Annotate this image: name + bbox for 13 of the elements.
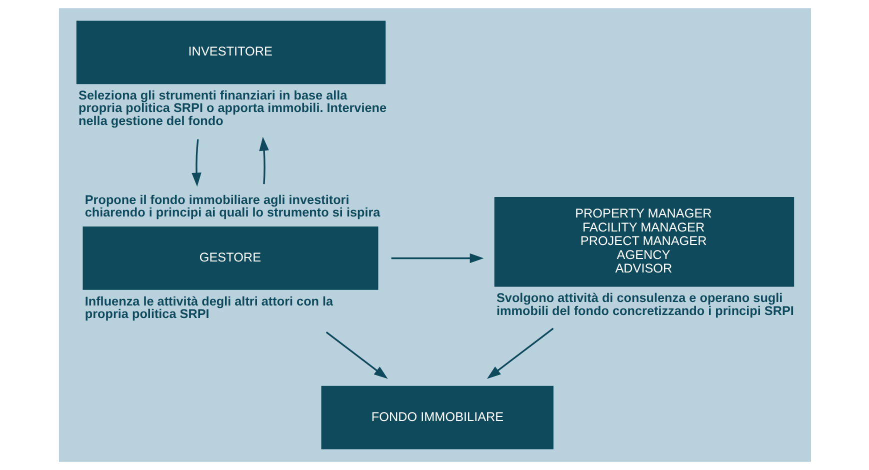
arrow [390, 253, 484, 264]
node-box: GESTORE [82, 226, 378, 290]
node-label: Propone il fondo immobiliare agli investitori chiarendo i principi ai quali lo strumento si ispira [84, 192, 380, 220]
node-label: Svolgono attività di consulenza e operano sugli immobili del fondo concretizzando i principi SRPI [496, 291, 794, 318]
arrow [325, 331, 388, 379]
arrow [258, 136, 268, 184]
arrow [486, 328, 554, 379]
node-box: INVESTITORE [76, 20, 386, 84]
node-box: PROPERTY MANAGER FACILITY MANAGER PROJECT MANAGER AGENCY ADVISOR [494, 197, 794, 287]
node-label: Influenza le attività degli altri attori con la propria politica SRPI [84, 294, 333, 321]
arrow [191, 139, 201, 187]
node-label: Seleziona gli strumenti finanziari in base alla propria politica SRPI o apporta immobili. Interviene nella gestione del fondo [78, 88, 386, 128]
node-box: FONDO IMMOBILIARE [320, 386, 553, 450]
